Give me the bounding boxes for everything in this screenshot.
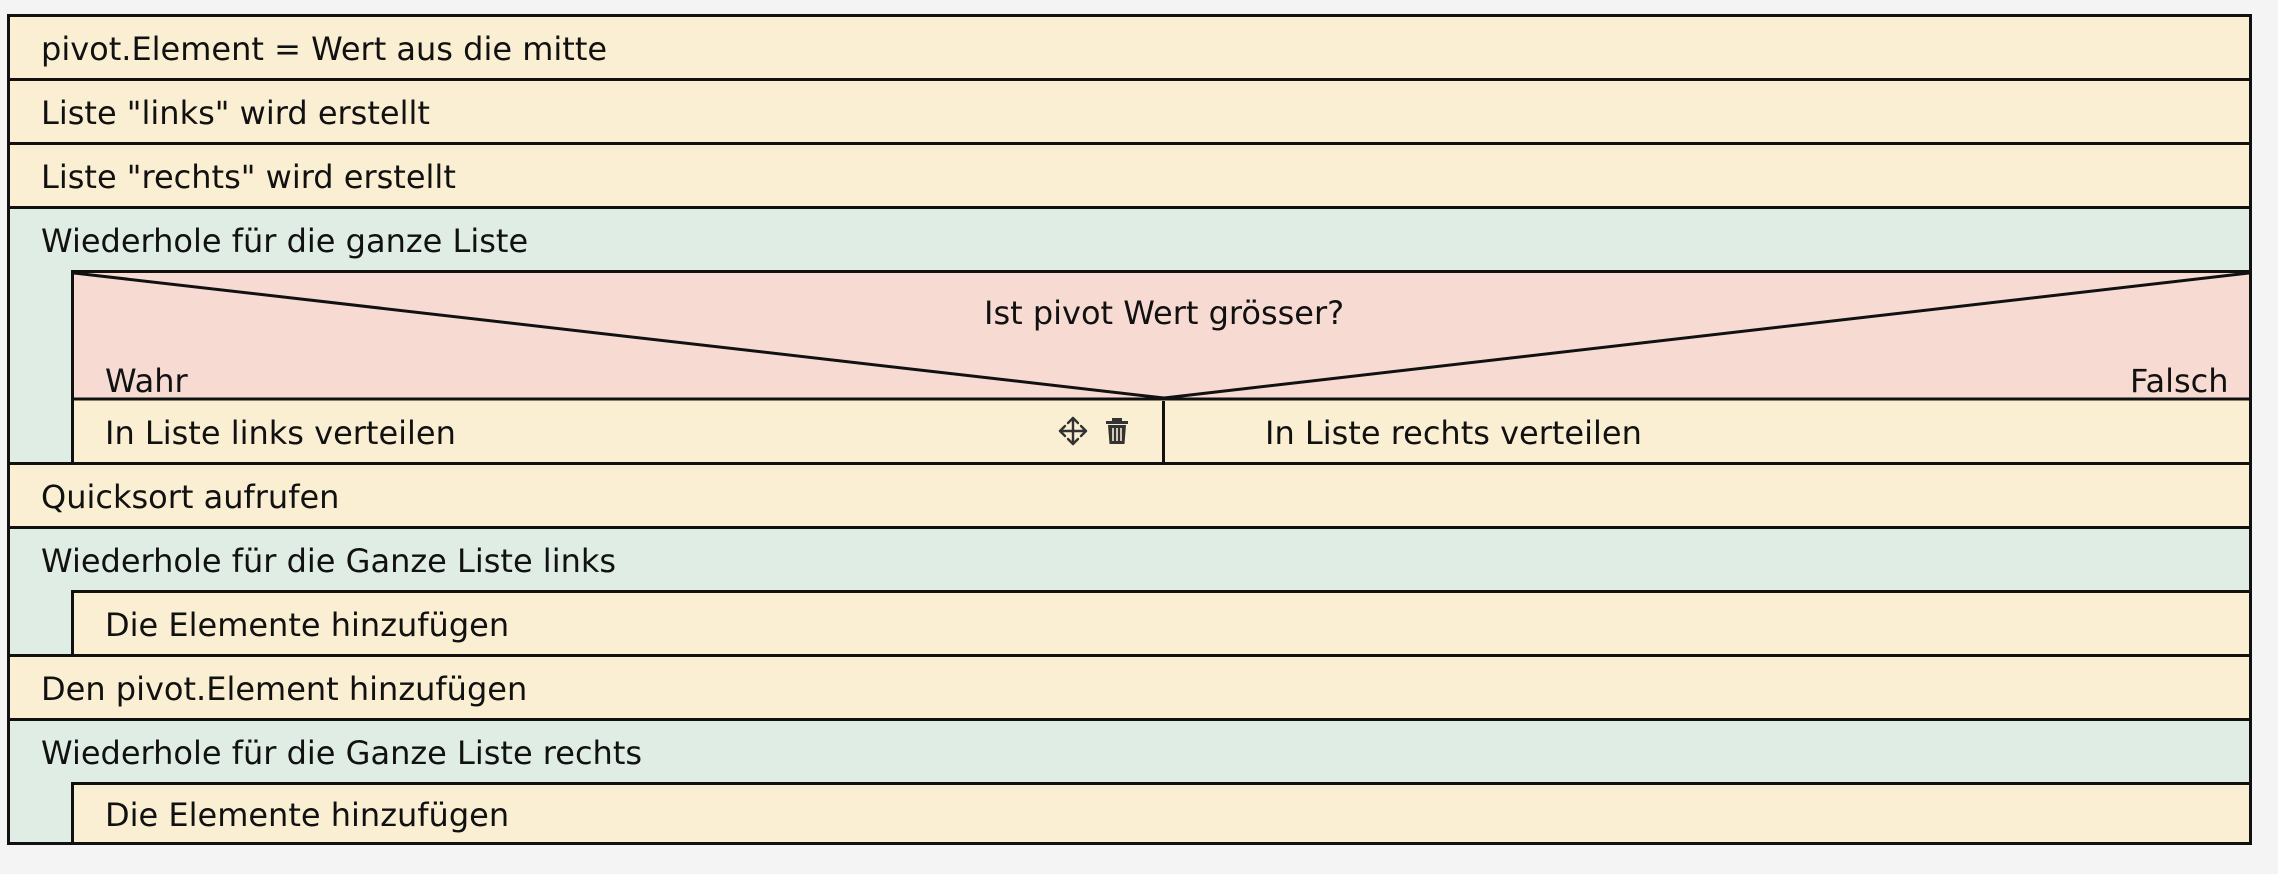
false-branch-block[interactable]: In Liste rechts verteilen <box>1165 401 2249 462</box>
divider <box>10 462 2249 465</box>
action-label: Quicksort aufrufen <box>41 478 340 516</box>
action-block-add-right[interactable]: Die Elemente hinzufügen <box>74 785 2249 842</box>
divider <box>10 654 2249 657</box>
condition-false-label: Falsch <box>2130 362 2229 400</box>
action-block-liste-rechts[interactable]: Liste "rechts" wird erstellt <box>10 145 2249 206</box>
loop-label: Wiederhole für die Ganze Liste rechts <box>41 734 643 772</box>
trash-icon[interactable] <box>1100 414 1134 448</box>
loop-body-edge <box>71 782 74 842</box>
action-label: Liste "links" wird erstellt <box>41 94 430 132</box>
condition-block[interactable]: Ist pivot Wert grösser? Wahr Falsch In L… <box>74 273 2249 462</box>
branch-divider <box>1162 401 1165 462</box>
false-branch-label: In Liste rechts verteilen <box>1265 414 1642 452</box>
action-block-liste-links[interactable]: Liste "links" wird erstellt <box>10 81 2249 142</box>
true-branch-label: In Liste links verteilen <box>105 414 456 452</box>
divider <box>10 718 2249 721</box>
condition-true-label: Wahr <box>105 362 188 400</box>
loop-body-edge <box>71 270 74 462</box>
action-label: Den pivot.Element hinzufügen <box>41 670 528 708</box>
action-block-add-pivot[interactable]: Den pivot.Element hinzufügen <box>10 657 2249 718</box>
action-block-quicksort[interactable]: Quicksort aufrufen <box>10 465 2249 526</box>
move-icon[interactable] <box>1056 414 1090 448</box>
divider <box>71 270 2249 273</box>
action-label: pivot.Element = Wert aus die mitte <box>41 30 608 68</box>
action-block-add-left[interactable]: Die Elemente hinzufügen <box>74 593 2249 654</box>
action-label: Liste "rechts" wird erstellt <box>41 158 456 196</box>
structogram: pivot.Element = Wert aus die mitte Liste… <box>7 14 2252 845</box>
divider <box>10 526 2249 529</box>
condition-triangle <box>74 273 2249 401</box>
loop-label: Wiederhole für die ganze Liste <box>41 222 529 260</box>
true-branch-block[interactable]: In Liste links verteilen <box>74 401 1162 462</box>
divider <box>10 206 2249 209</box>
action-block-pivot[interactable]: pivot.Element = Wert aus die mitte <box>10 17 2249 78</box>
divider <box>71 590 2249 593</box>
divider <box>10 142 2249 145</box>
divider <box>71 782 2249 785</box>
action-label: Die Elemente hinzufügen <box>105 606 510 644</box>
divider <box>10 78 2249 81</box>
loop-label: Wiederhole für die Ganze Liste links <box>41 542 617 580</box>
loop-body-edge <box>71 590 74 654</box>
condition-question: Ist pivot Wert grösser? <box>984 294 1345 332</box>
action-label: Die Elemente hinzufügen <box>105 796 510 834</box>
